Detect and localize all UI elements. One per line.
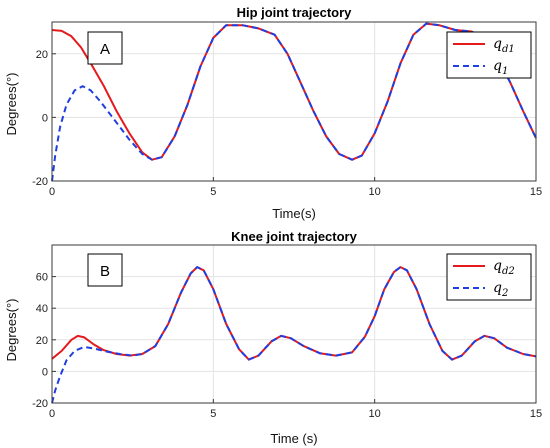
y-axis-label: Degrees(°) bbox=[4, 73, 19, 136]
series-line-q1 bbox=[51, 22, 537, 182]
x-axis-label: Time(s) bbox=[272, 206, 316, 221]
plot-frame bbox=[51, 21, 537, 182]
x-tick-label: 10 bbox=[369, 186, 381, 198]
x-tick-label: 10 bbox=[369, 408, 381, 420]
x-axis-label: Time (s) bbox=[270, 431, 317, 446]
chart-title: Knee joint trajectory bbox=[231, 229, 357, 244]
x-tick-label: 15 bbox=[530, 408, 542, 420]
y-tick-labels: -20 0 20 bbox=[32, 49, 56, 188]
x-tick-label: 5 bbox=[210, 408, 216, 420]
y-tick-label: -20 bbox=[32, 398, 48, 410]
legend-subscript: 1 bbox=[502, 66, 508, 77]
series-line-q2 bbox=[51, 266, 537, 404]
x-tick-labels: 0 5 10 15 bbox=[49, 177, 542, 198]
panel-tag: A bbox=[100, 41, 110, 58]
y-tick-label: 20 bbox=[36, 49, 48, 61]
legend-subscript: 2 bbox=[501, 288, 508, 299]
legend-frame bbox=[446, 253, 532, 301]
legend-frame bbox=[446, 31, 532, 79]
legend-subscript: d2 bbox=[502, 266, 515, 277]
legend-subscript: d1 bbox=[502, 44, 515, 55]
plot-frame bbox=[51, 244, 537, 404]
y-tick-label: 0 bbox=[42, 366, 48, 378]
panel-tag: B bbox=[100, 263, 110, 280]
y-tick-label: 20 bbox=[36, 335, 48, 347]
y-tick-label: 60 bbox=[36, 272, 48, 284]
panel-tag-box: B bbox=[87, 253, 123, 287]
panel-tag-box: A bbox=[87, 31, 123, 65]
y-tick-label: 40 bbox=[36, 303, 48, 315]
y-tick-label: -20 bbox=[32, 176, 48, 188]
x-tick-label: 0 bbox=[49, 408, 55, 420]
y-tick-label: 0 bbox=[42, 112, 48, 124]
x-tick-label: 5 bbox=[210, 186, 216, 198]
x-tick-label: 15 bbox=[530, 186, 542, 198]
x-tick-label: 0 bbox=[49, 186, 55, 198]
series-line-qd1 bbox=[51, 22, 537, 161]
panel-tag-frame bbox=[87, 253, 123, 287]
series-layer bbox=[51, 266, 537, 404]
y-axis-label: Degrees(°) bbox=[4, 299, 19, 362]
series-layer bbox=[51, 22, 537, 182]
x-tick-labels: 0 5 10 15 bbox=[49, 399, 542, 420]
panel-tag-frame bbox=[87, 31, 123, 65]
y-tick-labels: -20 0 20 40 60 bbox=[32, 272, 56, 410]
chart-title: Hip joint trajectory bbox=[237, 5, 353, 20]
